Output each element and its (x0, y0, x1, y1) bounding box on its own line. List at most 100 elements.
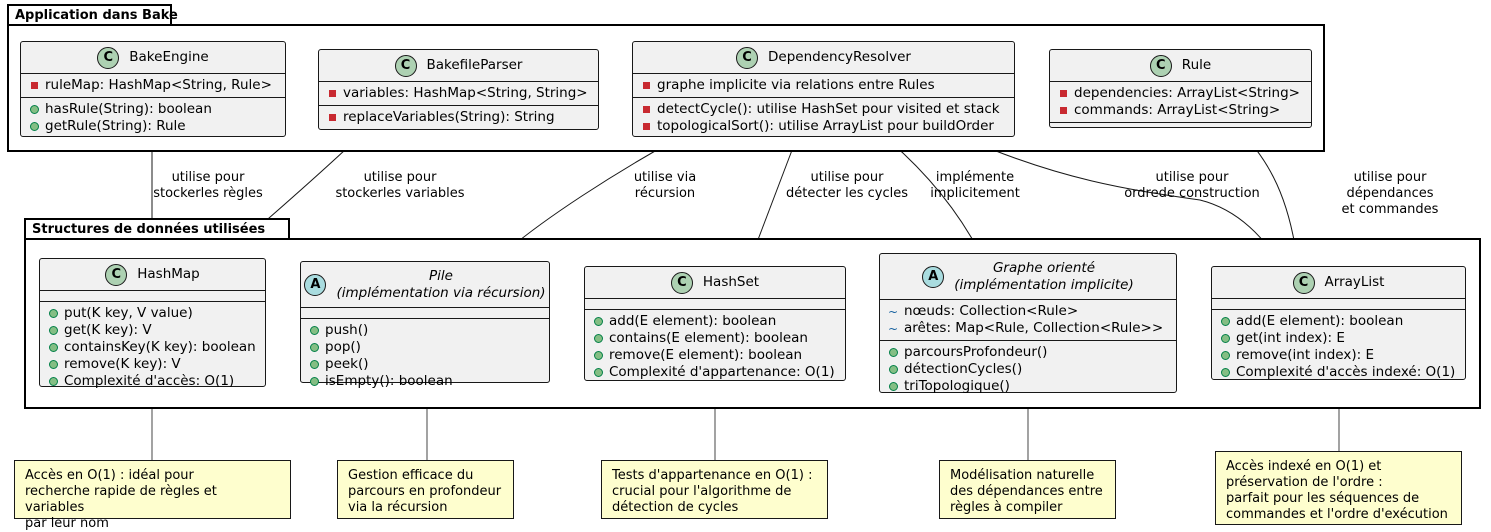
private-icon (1058, 105, 1072, 117)
fields-section: ruleMap: HashMap<String, Rule> (21, 74, 285, 98)
class-name: HashMap (137, 266, 200, 282)
class-pile[interactable]: A Pile (implémentation via récursion) pu… (300, 261, 550, 389)
fields-section: graphe implicite via relations entre Rul… (633, 74, 1014, 98)
class-dependency-resolver[interactable]: C DependencyResolver graphe implicite vi… (632, 41, 1015, 137)
public-icon (29, 121, 43, 133)
public-icon (309, 342, 323, 354)
method: getRule(String): Rule (45, 118, 186, 134)
relation-label-parser-hashmap: utilise pour stockerles variables (335, 170, 465, 201)
fields-section (301, 308, 549, 319)
class-name: Rule (1181, 57, 1212, 73)
method: containsKey(K key): boolean (64, 339, 256, 355)
class-icon: C (105, 263, 128, 286)
public-icon (29, 104, 43, 116)
class-name-line1: Graphe orienté (992, 259, 1095, 276)
class-name-line2: (implémentation via récursion) (336, 284, 546, 301)
public-icon (1220, 333, 1234, 345)
method: Complexité d'appartenance: O(1) (609, 364, 835, 380)
class-header: C BakefileParser (319, 50, 598, 82)
method: add(E element): boolean (609, 313, 777, 329)
class-bake-engine[interactable]: C BakeEngine ruleMap: HashMap<String, Ru… (20, 41, 286, 137)
class-icon: C (97, 46, 120, 69)
public-icon (309, 359, 323, 371)
method: Complexité d'accès indexé: O(1) (1236, 364, 1456, 380)
class-header: C ArrayList (1212, 267, 1465, 299)
methods-section: detectCycle(): utilise HashSet pour visi… (633, 98, 1014, 138)
class-header: C HashMap (40, 259, 265, 291)
note-pile: Gestion efficace du parcours en profonde… (337, 460, 514, 519)
relation-label-resolver-graphe: implémente implicitement (930, 170, 1020, 201)
package-visibility-icon: ~ (888, 321, 899, 336)
fields-section (40, 291, 265, 302)
method: pop() (325, 339, 361, 355)
abstract-class-icon: A (922, 265, 945, 288)
class-name-line1: Pile (429, 267, 453, 284)
abstract-class-icon: A (304, 273, 327, 296)
class-graphe-oriente[interactable]: A Graphe orienté (implémentation implici… (879, 253, 1177, 394)
relation-label-resolver-arraylist: utilise pour ordrede construction (1124, 170, 1260, 201)
class-header: C DependencyResolver (633, 42, 1014, 74)
class-header: C Rule (1050, 50, 1311, 82)
class-bakefile-parser[interactable]: C BakefileParser variables: HashMap<Stri… (318, 49, 599, 130)
class-icon: C (1149, 54, 1172, 77)
public-icon (48, 376, 62, 388)
method: peek() (325, 356, 369, 372)
methods-section: add(E element): boolean contains(E eleme… (585, 310, 845, 384)
private-icon (327, 112, 341, 124)
method: topologicalSort(): utilise ArrayList pou… (657, 118, 994, 134)
method: remove(int index): E (1236, 347, 1374, 363)
private-icon (641, 121, 655, 133)
private-icon (641, 80, 655, 92)
private-icon (29, 80, 43, 92)
field: graphe implicite via relations entre Rul… (657, 77, 935, 93)
class-name: DependencyResolver (768, 49, 911, 65)
class-hashmap[interactable]: C HashMap put(K key, V value) get(K key)… (39, 258, 266, 389)
public-icon (48, 325, 62, 337)
public-icon (309, 376, 323, 388)
field: arêtes: Map<Rule, Collection<Rule>> (904, 320, 1164, 336)
method: détectionCycles() (904, 361, 1023, 377)
method: push() (325, 322, 369, 338)
edge-resolver-arraylist (961, 136, 1283, 267)
method: contains(E element): boolean (609, 330, 808, 346)
class-icon: C (1292, 271, 1315, 294)
fields-section: dependencies: ArrayList<String> commands… (1050, 82, 1311, 123)
method: remove(E element): boolean (609, 347, 803, 363)
class-hashset[interactable]: C HashSet add(E element): boolean contai… (584, 266, 846, 381)
method: hasRule(String): boolean (45, 101, 212, 117)
method: add(E element): boolean (1236, 313, 1404, 329)
field: variables: HashMap<String, String> (343, 85, 588, 101)
methods-section: put(K key, V value) get(K key): V contai… (40, 302, 265, 393)
package-tab-app: Application dans Bake (7, 4, 178, 26)
public-icon (48, 308, 62, 320)
public-icon (309, 325, 323, 337)
class-icon: C (736, 46, 759, 69)
methods-section: push() pop() peek() isEmpty(): boolean (301, 319, 549, 393)
public-icon (48, 359, 62, 371)
method: parcoursProfondeur() (904, 344, 1048, 360)
public-icon (888, 364, 902, 376)
class-name: Graphe orienté (implémentation implicite… (954, 260, 1134, 294)
class-rule[interactable]: C Rule dependencies: ArrayList<String> c… (1049, 49, 1312, 128)
method: replaceVariables(String): String (343, 109, 555, 125)
note-graphe: Modélisation naturelle des dépendances e… (939, 460, 1116, 519)
class-arraylist[interactable]: C ArrayList add(E element): boolean get(… (1211, 266, 1466, 380)
note-hashset: Tests d'appartenance en O(1) : crucial p… (601, 460, 828, 519)
method: put(K key, V value) (64, 305, 193, 321)
class-name: HashSet (702, 274, 760, 290)
public-icon (593, 350, 607, 362)
field: dependencies: ArrayList<String> (1074, 85, 1300, 101)
relation-label-engine-hashmap: utilise pour stockerles règles (153, 170, 263, 201)
class-name: ArrayList (1324, 274, 1385, 290)
class-header: C BakeEngine (21, 42, 285, 74)
note-hashmap: Accès en O(1) : idéal pour recherche rap… (14, 460, 291, 531)
methods-section (1050, 123, 1311, 133)
methods-section: add(E element): boolean get(int index): … (1212, 310, 1465, 384)
fields-section: variables: HashMap<String, String> (319, 82, 598, 106)
fields-section (1212, 299, 1465, 310)
methods-section: hasRule(String): boolean getRule(String)… (21, 98, 285, 138)
note-arraylist: Accès indexé en O(1) et préservation de … (1215, 451, 1462, 525)
class-name: Pile (implémentation via récursion) (336, 268, 545, 302)
methods-section: replaceVariables(String): String (319, 106, 598, 129)
methods-section: parcoursProfondeur() détectionCycles() t… (880, 341, 1176, 398)
